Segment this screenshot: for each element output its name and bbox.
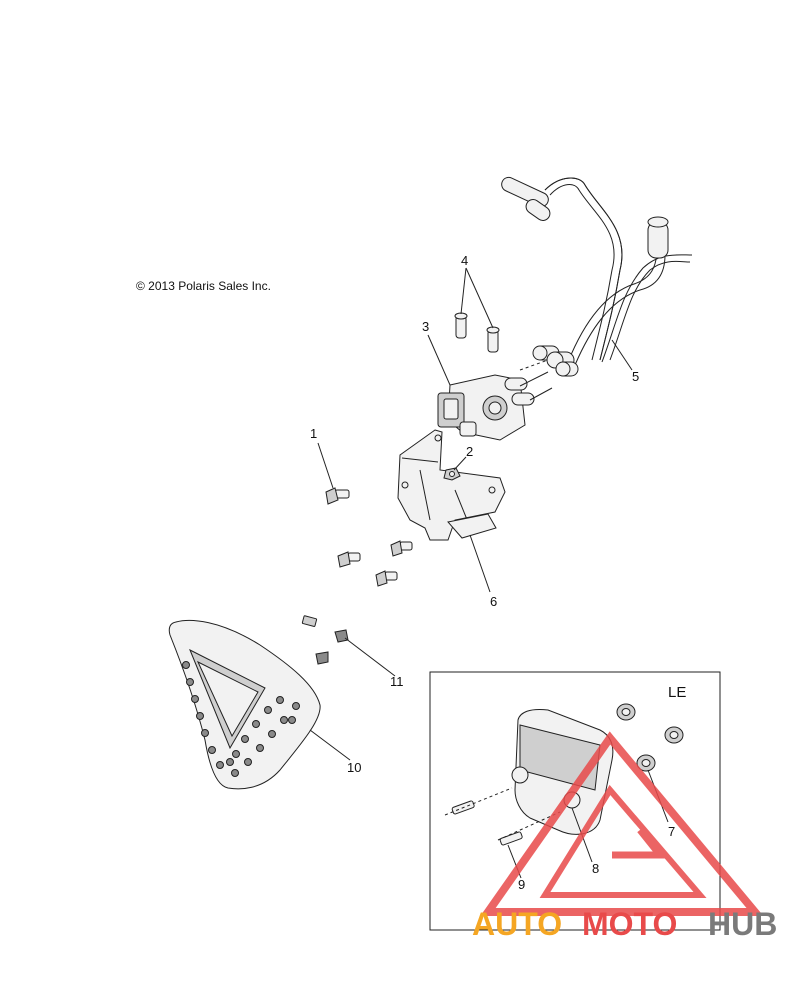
callout-1: 1 bbox=[310, 426, 317, 441]
bracket-part-6 bbox=[397, 429, 506, 541]
watermark-hub: HUB bbox=[708, 906, 777, 942]
clips-part-11 bbox=[301, 615, 349, 665]
callout-11: 11 bbox=[390, 674, 404, 689]
callout-2: 2 bbox=[466, 444, 473, 459]
screws-part-1 bbox=[325, 487, 413, 587]
watermark-auto: AUTO bbox=[472, 906, 562, 942]
bolts-part-4 bbox=[454, 312, 500, 353]
watermark-moto: MOTO bbox=[582, 906, 677, 942]
callout-3: 3 bbox=[422, 319, 429, 334]
watermark-logo bbox=[480, 731, 764, 916]
valve-part-3 bbox=[437, 371, 553, 441]
callout-8: 8 bbox=[592, 861, 599, 876]
callout-7: 7 bbox=[668, 824, 675, 839]
inset-box bbox=[429, 671, 721, 931]
hose-assembly-part-5 bbox=[501, 176, 693, 377]
inset-screws-part-9 bbox=[451, 800, 523, 846]
callout-9: 9 bbox=[518, 877, 525, 892]
callout-5: 5 bbox=[632, 369, 639, 384]
shield-part-10 bbox=[168, 619, 321, 790]
inset-grommets-part-7 bbox=[616, 703, 684, 772]
callout-4: 4 bbox=[461, 253, 468, 268]
watermark-text: AUTO MOTO HUB bbox=[472, 906, 777, 942]
leader-lines bbox=[309, 267, 669, 879]
callout-6: 6 bbox=[490, 594, 497, 609]
callout-10: 10 bbox=[347, 760, 361, 775]
nut-part-2 bbox=[443, 467, 461, 481]
inset-cover-part-8 bbox=[511, 709, 614, 835]
inset-label-le: LE bbox=[668, 684, 686, 701]
copyright-text: © 2013 Polaris Sales Inc. bbox=[136, 279, 271, 293]
callout-labels: 1 2 3 4 5 6 7 8 9 10 11 bbox=[310, 253, 675, 892]
